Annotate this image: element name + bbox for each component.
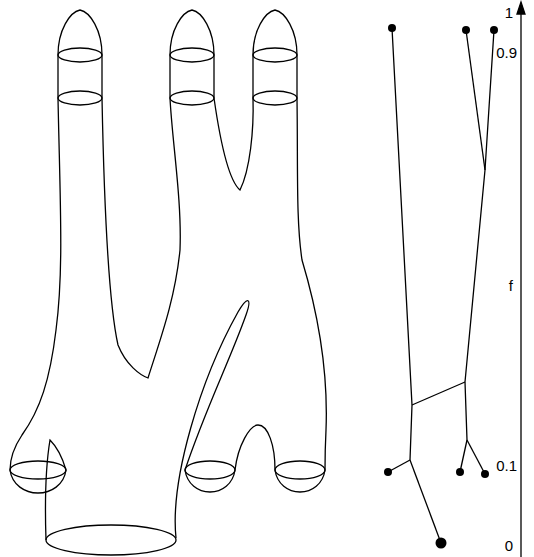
graph-vertex [481, 470, 489, 478]
reeb-graph [384, 24, 498, 549]
boundary-circle [253, 91, 297, 105]
surface-outline [214, 98, 253, 190]
boundary-circle [46, 525, 176, 555]
axis-line [520, 6, 521, 557]
graph-vertex [490, 26, 498, 34]
tube-edge [169, 55, 170, 98]
cap-dome [10, 470, 66, 493]
arrowhead [517, 2, 525, 14]
boundary-circle [275, 461, 325, 479]
tube-edge [57, 55, 58, 98]
boundary-circle [58, 48, 102, 62]
cap-dome [185, 470, 235, 492]
boundary-circle [58, 91, 102, 105]
tube-edge [252, 55, 253, 98]
axis-label: 1 [504, 5, 514, 20]
graph-vertex [436, 538, 447, 549]
graph-edge [392, 28, 412, 460]
tube-edge [213, 55, 214, 98]
axis-label: f [508, 278, 514, 293]
graph-edge [412, 382, 465, 405]
graph-vertex [462, 26, 470, 34]
graph-edge [467, 440, 485, 474]
surface-outline [45, 440, 66, 540]
graph-edge [410, 460, 441, 543]
axis [517, 2, 525, 557]
tube-edge [101, 55, 102, 98]
graph-vertex [384, 468, 392, 476]
surface-outline [102, 98, 180, 378]
tube-edge [296, 55, 297, 98]
boundary-circle [185, 461, 235, 479]
surface-outline [235, 425, 275, 470]
graph-edge [460, 440, 467, 472]
cap-dome [275, 470, 325, 492]
surface-outline [175, 301, 249, 538]
surface-outline [297, 98, 326, 470]
boundary-circle [170, 48, 214, 62]
surface [10, 10, 326, 555]
axis-label: 0.9 [495, 45, 518, 60]
graph-edge [465, 30, 494, 440]
boundary-circle [10, 461, 66, 479]
axis-label: 0 [504, 538, 514, 553]
graph-vertex [388, 24, 396, 32]
surface-outline [10, 98, 61, 470]
axis-label: 0.1 [495, 458, 518, 473]
boundary-circle [253, 48, 297, 62]
graph-edge [466, 30, 485, 170]
graph-vertex [456, 468, 464, 476]
boundary-circle [170, 91, 214, 105]
